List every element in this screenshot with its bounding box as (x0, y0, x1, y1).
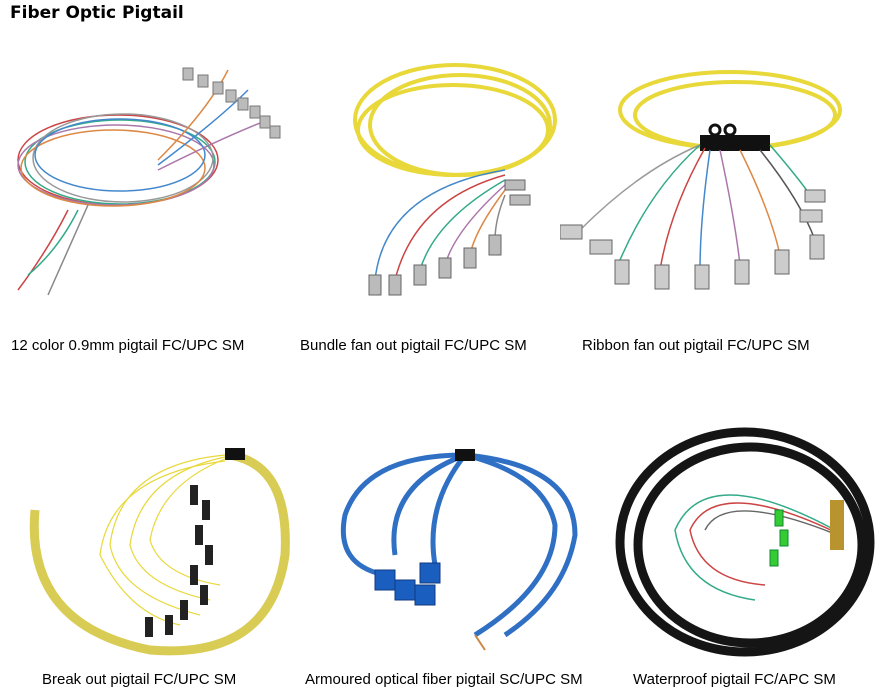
product-caption: Ribbon fan out pigtail FC/UPC SM (582, 337, 810, 354)
product-caption: Waterproof pigtail FC/APC SM (633, 671, 836, 688)
product-image-waterproof (600, 420, 886, 665)
product-image-armoured (310, 445, 600, 660)
product-caption: 12 color 0.9mm pigtail FC/UPC SM (11, 337, 245, 354)
product-caption: Armoured optical fiber pigtail SC/UPC SM (305, 671, 583, 688)
product-caption: Break out pigtail FC/UPC SM (42, 671, 237, 688)
page-title: Fiber Optic Pigtail (10, 3, 184, 23)
product-image-ribbon-fan-out (560, 60, 850, 310)
product-image-12-color-pigtail (5, 50, 295, 310)
product-image-bundle-fan-out (300, 50, 590, 310)
product-caption: Bundle fan out pigtail FC/UPC SM (300, 337, 527, 354)
product-image-break-out (10, 445, 300, 660)
